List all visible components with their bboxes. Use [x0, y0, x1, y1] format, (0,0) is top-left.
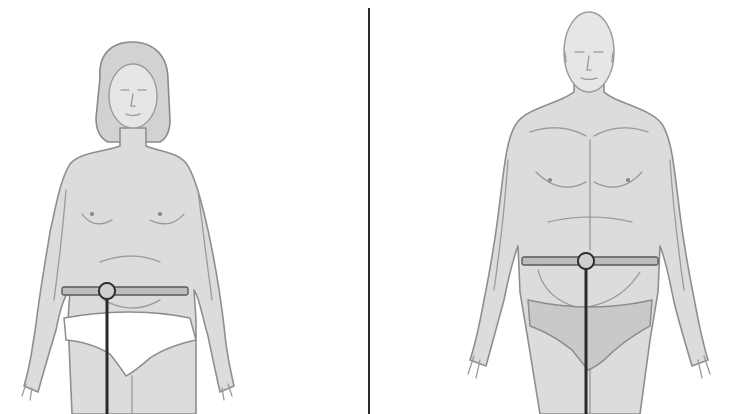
male-nipple-left [548, 178, 552, 182]
male-nipple-right [626, 178, 630, 182]
female-figure [22, 42, 234, 414]
female-tape-buckle [99, 283, 115, 299]
male-tape-buckle [578, 253, 594, 269]
female-tape-band [62, 287, 188, 295]
male-figure [468, 12, 710, 414]
female-nipple-left [90, 212, 94, 216]
female-nipple-right [158, 212, 162, 216]
